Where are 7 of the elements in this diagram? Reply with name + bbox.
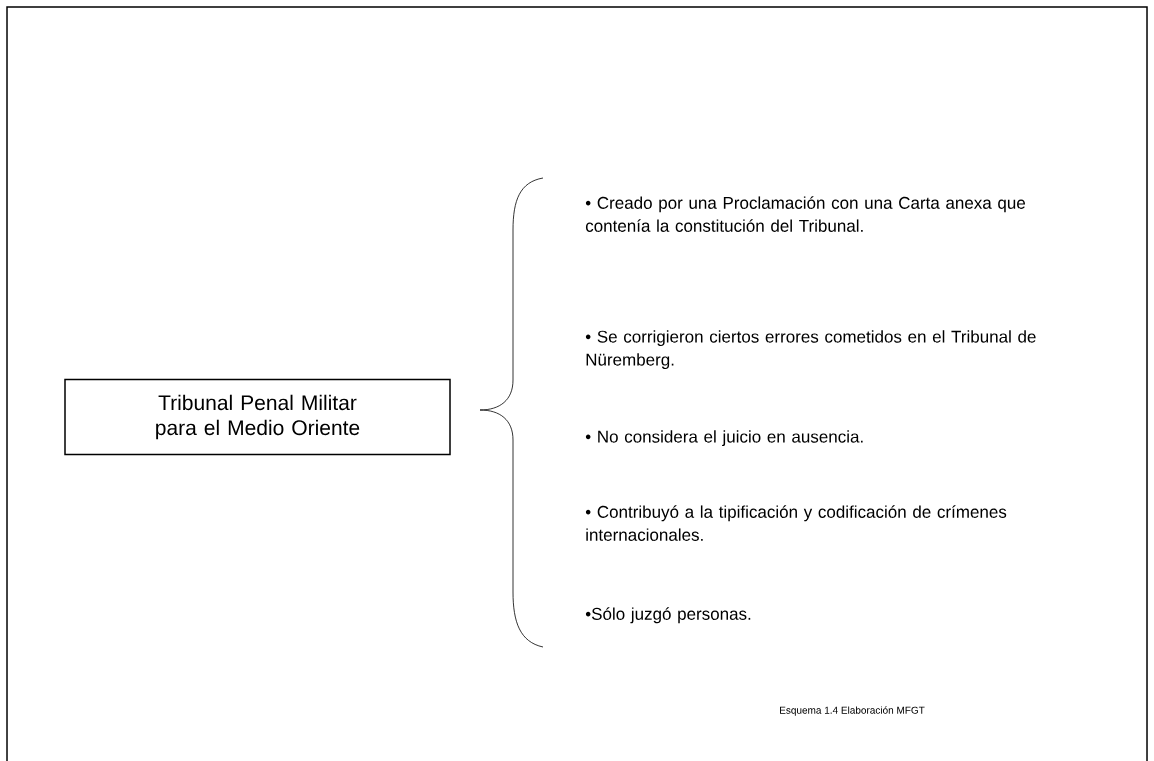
caption: Esquema 1.4 Elaboración MFGT	[780, 706, 925, 716]
bullet-text: •Sólo juzgó personas.	[585, 607, 751, 624]
title-box: Tribunal Penal Militar para el Medio Oriente	[64, 378, 451, 456]
bullet-text: • No considera el juicio en ausencia.	[585, 430, 863, 447]
bullet-text: • Contribuyó a la tipificación y codificación de crímenes internacionales.	[585, 505, 1007, 541]
bullet-text: • Se corrigieron ciertos errores cometidos en el Tribunal de Nüremberg.	[585, 330, 1036, 370]
bullet-text: • Creado por una Proclamación con una Carta anexa que contenía la constitución del Tribunal.	[585, 196, 1025, 232]
